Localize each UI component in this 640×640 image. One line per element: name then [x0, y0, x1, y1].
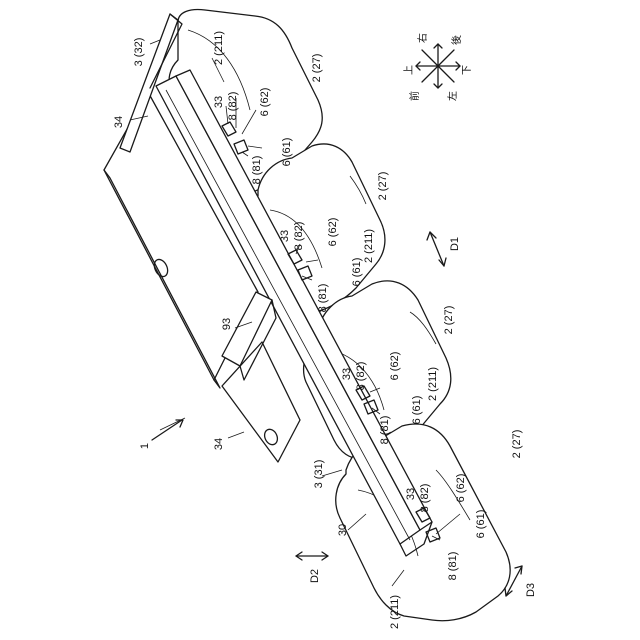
label-6-61-d: 6 (61): [475, 510, 487, 539]
label-33-b: 33: [279, 230, 291, 242]
label-8-81-d: 8 (81): [447, 552, 459, 581]
label-6-61-b: 6 (61): [351, 258, 363, 287]
label-8-81-b: 8 (81): [317, 284, 329, 313]
label-D3: D3: [525, 583, 537, 597]
label-6-61-a: 6 (61): [281, 138, 293, 167]
label-8-82-a: 8 (82): [227, 92, 239, 121]
label-6-62-d: 6 (62): [455, 474, 467, 503]
label-D2: D2: [309, 569, 321, 583]
label-34-upper: 34: [113, 116, 125, 128]
label-1: 1: [139, 443, 151, 449]
direction-arrow-d2: [296, 552, 328, 560]
label-6-62-c: 6 (62): [389, 352, 401, 381]
label-33-a: 33: [213, 96, 225, 108]
legend-left: 左: [446, 91, 459, 101]
legend-right: 右: [416, 33, 429, 43]
label-3-31: 3 (31): [313, 460, 325, 489]
label-6-62-a: 6 (62): [259, 88, 271, 117]
label-30: 30: [337, 524, 349, 536]
label-93: 93: [221, 318, 233, 330]
label-8-82-d: 8 (82): [419, 484, 431, 513]
label-D1: D1: [449, 237, 461, 251]
legend-back: 後: [450, 35, 463, 45]
label-33-d: 33: [405, 488, 417, 500]
label-8-81-a: 8 (81): [251, 156, 263, 185]
label-6-62-b: 6 (62): [327, 218, 339, 247]
label-8-81-c: 8 (81): [379, 416, 391, 445]
direction-legend: [416, 44, 460, 88]
label-8-82-c: 8 (82): [355, 362, 367, 391]
legend-up: 上: [403, 65, 415, 75]
label-2-211-c: 2 (211): [427, 367, 439, 401]
label-2-27-a: 2 (27): [311, 54, 323, 83]
label-2-211-d: 2 (211): [389, 595, 401, 629]
arrow-1: [152, 420, 182, 440]
label-2-27-b: 2 (27): [377, 172, 389, 201]
label-2-211-b: 2 (211): [363, 229, 375, 263]
label-2-27-d: 2 (27): [511, 430, 523, 459]
label-3-32: 3 (32): [133, 38, 145, 67]
label-8-82-b: 8 (82): [293, 222, 305, 251]
legend-down: 下: [462, 65, 473, 75]
legend-front: 前: [408, 91, 421, 101]
label-34-lower: 34: [213, 438, 225, 450]
label-33-c: 33: [341, 368, 353, 380]
label-6-61-c: 6 (61): [411, 396, 423, 425]
label-2-211-a: 2 (211): [213, 31, 225, 65]
direction-arrow-d1: [427, 232, 446, 266]
label-2-27-c: 2 (27): [443, 306, 455, 335]
